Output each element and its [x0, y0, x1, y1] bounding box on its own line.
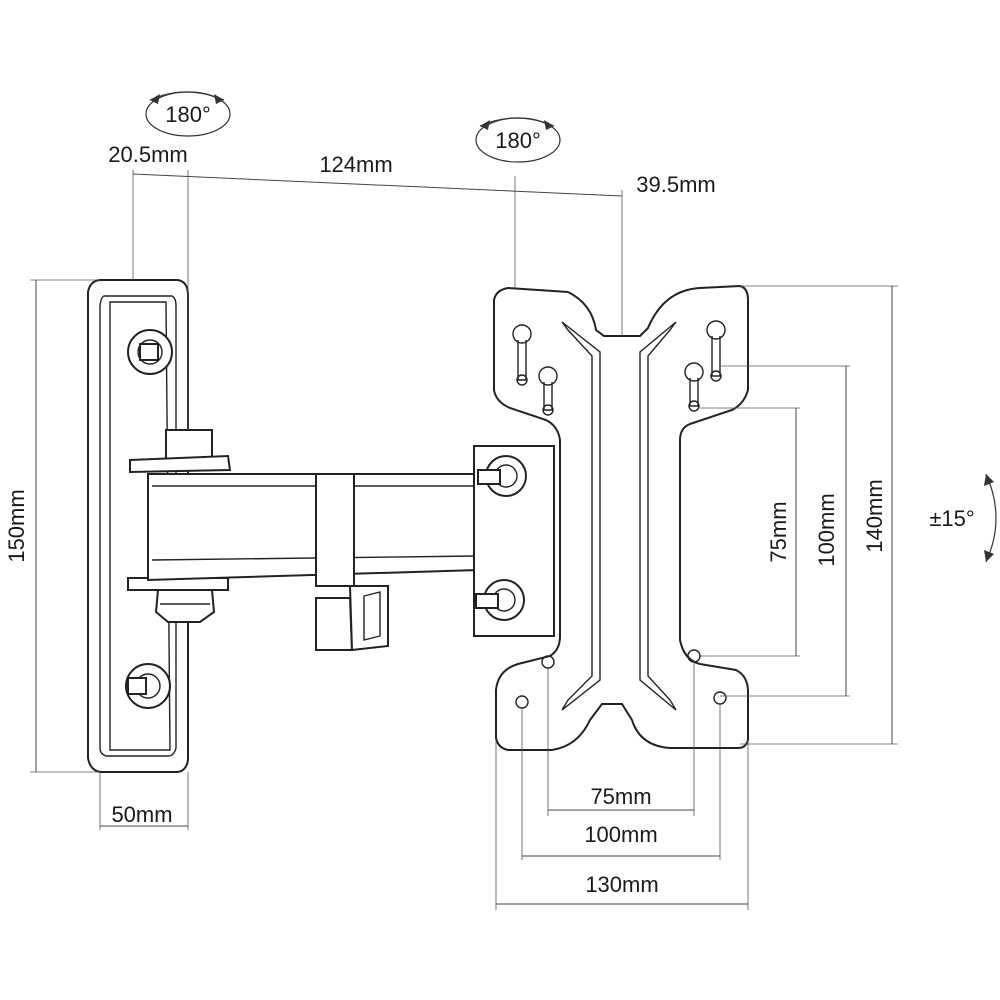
wall-hinge [127, 429, 232, 623]
bracket-bolt-bottom [475, 579, 525, 621]
vesa-100-vertical-label: 100mm [814, 493, 839, 566]
wall-rotation-label: 180° [165, 102, 211, 127]
keyhole-slot-top-left-outer [512, 324, 532, 386]
wall-screw-bottom [125, 663, 171, 709]
vesa-100-horizontal-label: 100mm [584, 822, 657, 847]
wall-screw-top [127, 329, 173, 375]
vesa-75-horizontal-label: 75mm [590, 784, 651, 809]
arm [147, 473, 479, 652]
wall-plate-height-label: 150mm [4, 489, 29, 562]
wall-plate-offset-label: 20.5mm [108, 142, 187, 167]
rotation-indicator-wall: 180° [145, 91, 231, 137]
head-width-label: 130mm [585, 872, 658, 897]
hole-75-bottom-right [687, 649, 701, 663]
swivel-label: ±15° [929, 506, 974, 531]
keyhole-slot-top-right-inner [684, 362, 704, 412]
bracket-bolt-top [477, 455, 527, 497]
vesa-75-vertical-label: 75mm [766, 501, 791, 562]
vesa-plate [493, 284, 749, 751]
head-rotation-label: 180° [495, 128, 541, 153]
dimension-lines [30, 170, 898, 910]
vesa-140-vertical-label: 140mm [862, 479, 887, 552]
swivel-indicator: ±15° [929, 473, 997, 563]
arm-length-label: 124mm [319, 152, 392, 177]
keyhole-slot-top-right-outer [706, 320, 726, 382]
wall-plate-width-label: 50mm [111, 802, 172, 827]
rotation-indicator-head: 180° [475, 117, 561, 163]
keyhole-slot-top-left-inner [538, 366, 558, 416]
head-bracket [473, 445, 555, 637]
wall-plate [87, 279, 189, 773]
head-offset-label: 39.5mm [636, 172, 715, 197]
